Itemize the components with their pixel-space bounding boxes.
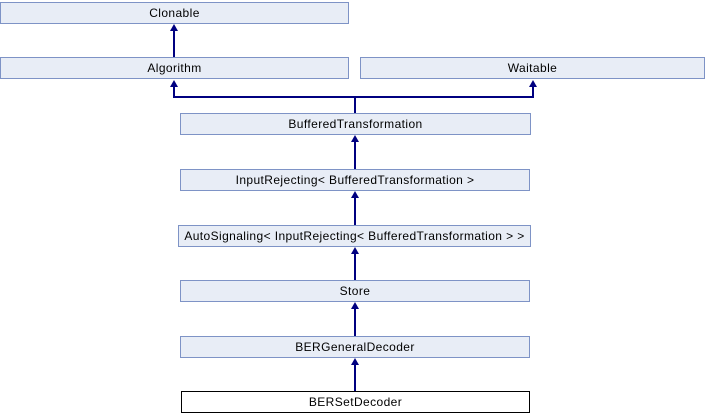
class-box-ber-set-decoder-current: BERSetDecoder [181, 391, 530, 413]
edge-auto-signaling-to-input-rejecting [354, 197, 356, 225]
edge-ber-general-decoder-to-store [354, 308, 356, 336]
arrow-up-icon [351, 135, 359, 142]
edge-store-to-auto-signaling [354, 253, 356, 280]
class-box-buffered-transformation[interactable]: BufferedTransformation [180, 113, 531, 135]
arrow-up-icon [351, 191, 359, 198]
edge-input-rejecting-to-buffered [354, 141, 356, 169]
arrow-up-icon [170, 24, 178, 31]
arrow-up-icon [351, 247, 359, 254]
arrow-up-icon [170, 80, 178, 87]
arrow-up-icon [351, 358, 359, 365]
edge-buffered-to-algorithm [173, 86, 175, 98]
arrow-up-icon [351, 302, 359, 309]
class-box-input-rejecting[interactable]: InputRejecting< BufferedTransformation > [180, 169, 530, 191]
arrow-up-icon [529, 80, 537, 87]
edge-buffered-stub [354, 96, 356, 113]
edge-horizontal-connector [173, 96, 534, 98]
edge-algorithm-to-clonable [173, 30, 175, 57]
class-box-auto-signaling[interactable]: AutoSignaling< InputRejecting< BufferedT… [178, 225, 531, 247]
edge-ber-set-decoder-to-ber-general-decoder [354, 364, 356, 391]
class-box-waitable[interactable]: Waitable [360, 57, 705, 79]
class-box-algorithm[interactable]: Algorithm [0, 57, 349, 79]
class-box-store[interactable]: Store [180, 280, 530, 302]
class-box-ber-general-decoder[interactable]: BERGeneralDecoder [180, 336, 530, 358]
edge-buffered-to-waitable [532, 86, 534, 98]
class-box-clonable[interactable]: Clonable [0, 2, 349, 24]
